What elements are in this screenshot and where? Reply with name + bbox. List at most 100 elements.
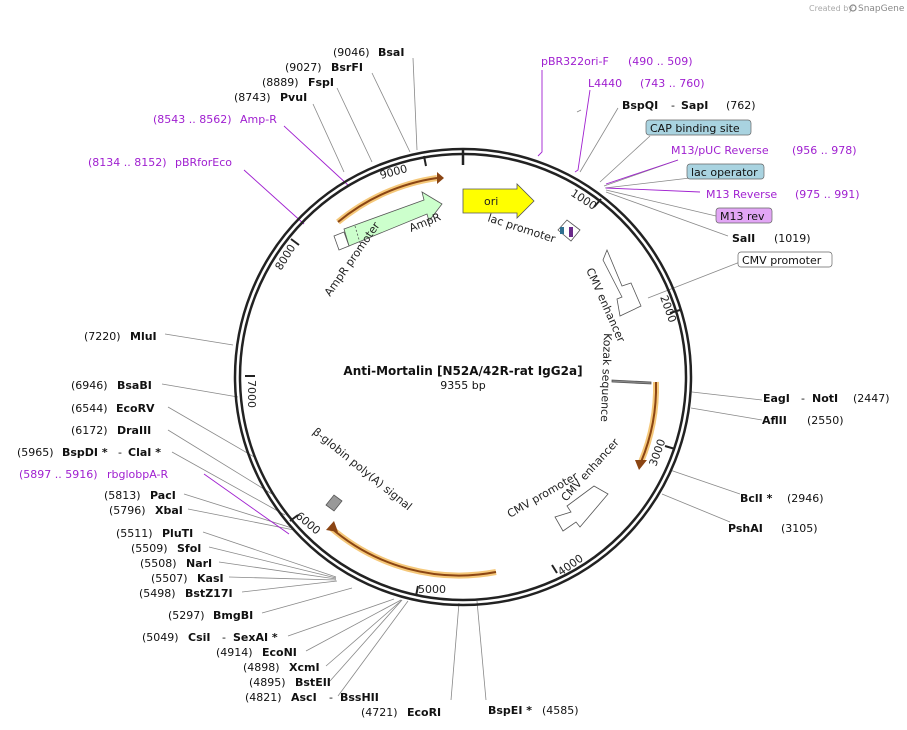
site-fspi-name[interactable]: FspI — [308, 76, 334, 89]
site-bstz17i-name[interactable]: BstZ17I — [185, 587, 233, 600]
plasmid-name: Anti-Mortalin [N52A/42R-rat IgG2a] — [343, 364, 582, 378]
site-mlui-name[interactable]: MluI — [130, 330, 157, 343]
site-aflii-name[interactable]: AflII — [762, 414, 787, 427]
cap-binding-site-box[interactable] — [645, 119, 752, 136]
primer-l4440-name[interactable]: L4440 — [588, 77, 622, 90]
site-bspqi-name[interactable]: BspQI — [622, 99, 658, 112]
site-pvui-name[interactable]: PvuI — [280, 91, 307, 104]
site-eagi-pos: (2447) — [853, 392, 890, 405]
site-sali-pos: (1019) — [774, 232, 811, 245]
cmv-enhancer-feature-1[interactable] — [602, 248, 642, 317]
orf-arcs — [326, 172, 660, 579]
primer-pbrfor-range: (8134 .. 8152) — [88, 156, 167, 169]
brand-name: SnapGene — [858, 4, 905, 14]
site-nari-name[interactable]: NarI — [186, 557, 212, 570]
m13-rev-box[interactable] — [715, 207, 773, 224]
ori-label: ori — [484, 195, 498, 208]
site-sali-name[interactable]: SalI — [732, 232, 755, 245]
primer-m13puc-range: (956 .. 978) — [792, 144, 857, 157]
site-xcmi-name[interactable]: XcmI — [289, 661, 320, 674]
tick-label-4000: 4000 — [555, 552, 585, 579]
orf-arc-kozak — [640, 381, 658, 463]
kozak-sequence-feature[interactable] — [611, 379, 652, 385]
site-leader-lines — [161, 57, 763, 701]
primer-rbglob-name[interactable]: rbglobpA-R — [107, 468, 168, 481]
site-pluti-name[interactable]: PluTI — [162, 527, 193, 540]
site-pshai-name[interactable]: PshAI — [728, 522, 763, 535]
m13-rev-label: M13 rev — [720, 210, 765, 223]
kozak-label: Kozak sequence — [598, 333, 614, 422]
backbone-outer-strand — [233, 147, 693, 607]
site-pvui-pos: (8743) — [234, 91, 271, 104]
primer-pbr322-name[interactable]: pBR322ori-F — [541, 55, 609, 68]
site-xcmi-pos: (4898) — [243, 661, 280, 674]
site-asci-name[interactable]: AscI — [291, 691, 317, 704]
cmv-enhancer-promoter-feature[interactable] — [554, 485, 609, 532]
site-bsteii-name[interactable]: BstEII — [295, 676, 331, 689]
primer-m13puc-name[interactable]: M13/pUC Reverse — [671, 144, 769, 157]
site-bmgbi-name[interactable]: BmgBI — [213, 609, 253, 622]
site-kasi-pos: (5507) — [151, 572, 188, 585]
site-paci-name[interactable]: PacI — [150, 489, 176, 502]
site-bspdi-pos: (5965) — [17, 446, 54, 459]
primer-leader-lines — [203, 70, 701, 535]
site-bspei-name[interactable]: BspEI * — [488, 704, 532, 717]
site-bcli-name[interactable]: BclI * — [740, 492, 773, 505]
site-econi-name[interactable]: EcoNI — [262, 646, 297, 659]
site-clai-name[interactable]: ClaI * — [128, 446, 161, 459]
primer-pbrfor-name[interactable]: pBRforEco — [175, 156, 232, 169]
bglobin-label: β-globin poly(A) signal — [310, 425, 414, 513]
site-draiii-name[interactable]: DraIII — [117, 424, 151, 437]
ampr-promoter-feature[interactable] — [333, 231, 350, 251]
site-aflii-pos: (2550) — [807, 414, 844, 427]
site-bsai-name[interactable]: BsaI — [378, 46, 404, 59]
site-ecori-name[interactable]: EcoRI — [407, 706, 441, 719]
site-bspqi-pos: (762) — [726, 99, 756, 112]
site-eagi-name[interactable]: EagI — [763, 392, 790, 405]
cmv-promoter-box[interactable] — [737, 251, 833, 268]
site-sapi-name[interactable]: SapI — [681, 99, 708, 112]
site-kasi-name[interactable]: KasI — [197, 572, 224, 585]
site-ecorv-pos: (6544) — [71, 402, 108, 415]
site-bspdi-name[interactable]: BspDI * — [62, 446, 108, 459]
site-mlui-pos: (7220) — [84, 330, 121, 343]
site-eagi-sep: - — [801, 392, 805, 405]
orf-arrow-ampr-icon — [437, 172, 444, 184]
primer-ampr-name[interactable]: Amp-R — [240, 113, 277, 126]
site-noti-name[interactable]: NotI — [812, 392, 838, 405]
site-csii-name[interactable]: CsiI — [188, 631, 210, 644]
site-sfoi-name[interactable]: SfoI — [177, 542, 201, 555]
primer-rbglob-range: (5897 .. 5916) — [19, 468, 98, 481]
primer-labels: pBR322ori-F (490 .. 509) L4440 (743 .. 7… — [19, 55, 860, 481]
ampr-feature[interactable] — [343, 191, 443, 247]
site-asci-pos: (4821) — [245, 691, 282, 704]
site-bsshii-name[interactable]: BssHII — [340, 691, 379, 704]
restriction-site-labels: (9046) BsaI (9027) BsrFI (8889) FspI (87… — [17, 46, 890, 719]
lac-operator-box[interactable] — [686, 163, 765, 180]
site-bsrfi-name[interactable]: BsrFI — [331, 61, 363, 74]
site-nari-pos: (5508) — [140, 557, 177, 570]
site-xbai-name[interactable]: XbaI — [155, 504, 183, 517]
site-asci-sep: - — [329, 691, 333, 704]
cap-binding-site-label: CAP binding site — [650, 122, 740, 135]
site-pshai-pos: (3105) — [781, 522, 818, 535]
site-bsabi-name[interactable]: BsaBI — [117, 379, 152, 392]
bglobin-polya-feature[interactable] — [325, 494, 343, 512]
m13-rev-marker — [569, 227, 573, 237]
ori-feature[interactable] — [462, 183, 535, 219]
orf-arc-bglobin-highlight — [328, 524, 497, 579]
site-bspqi-sep: - — [671, 99, 675, 112]
site-bspdi-sep: - — [118, 446, 122, 459]
ampr-feature-divider — [354, 225, 361, 244]
site-ecorv-name[interactable]: EcoRV — [116, 402, 155, 415]
scale-ticks — [245, 155, 681, 597]
snapgene-logo-icon — [849, 4, 857, 12]
orf-arc-ampr — [337, 177, 438, 223]
site-econi-pos: (4914) — [216, 646, 253, 659]
site-ecori-pos: (4721) — [361, 706, 398, 719]
site-sexai-name[interactable]: SexAI * — [233, 631, 278, 644]
primer-m13rev-range: (975 .. 991) — [795, 188, 860, 201]
site-bspei-pos: (4585) — [542, 704, 579, 717]
primer-m13rev-name[interactable]: M13 Reverse — [706, 188, 777, 201]
